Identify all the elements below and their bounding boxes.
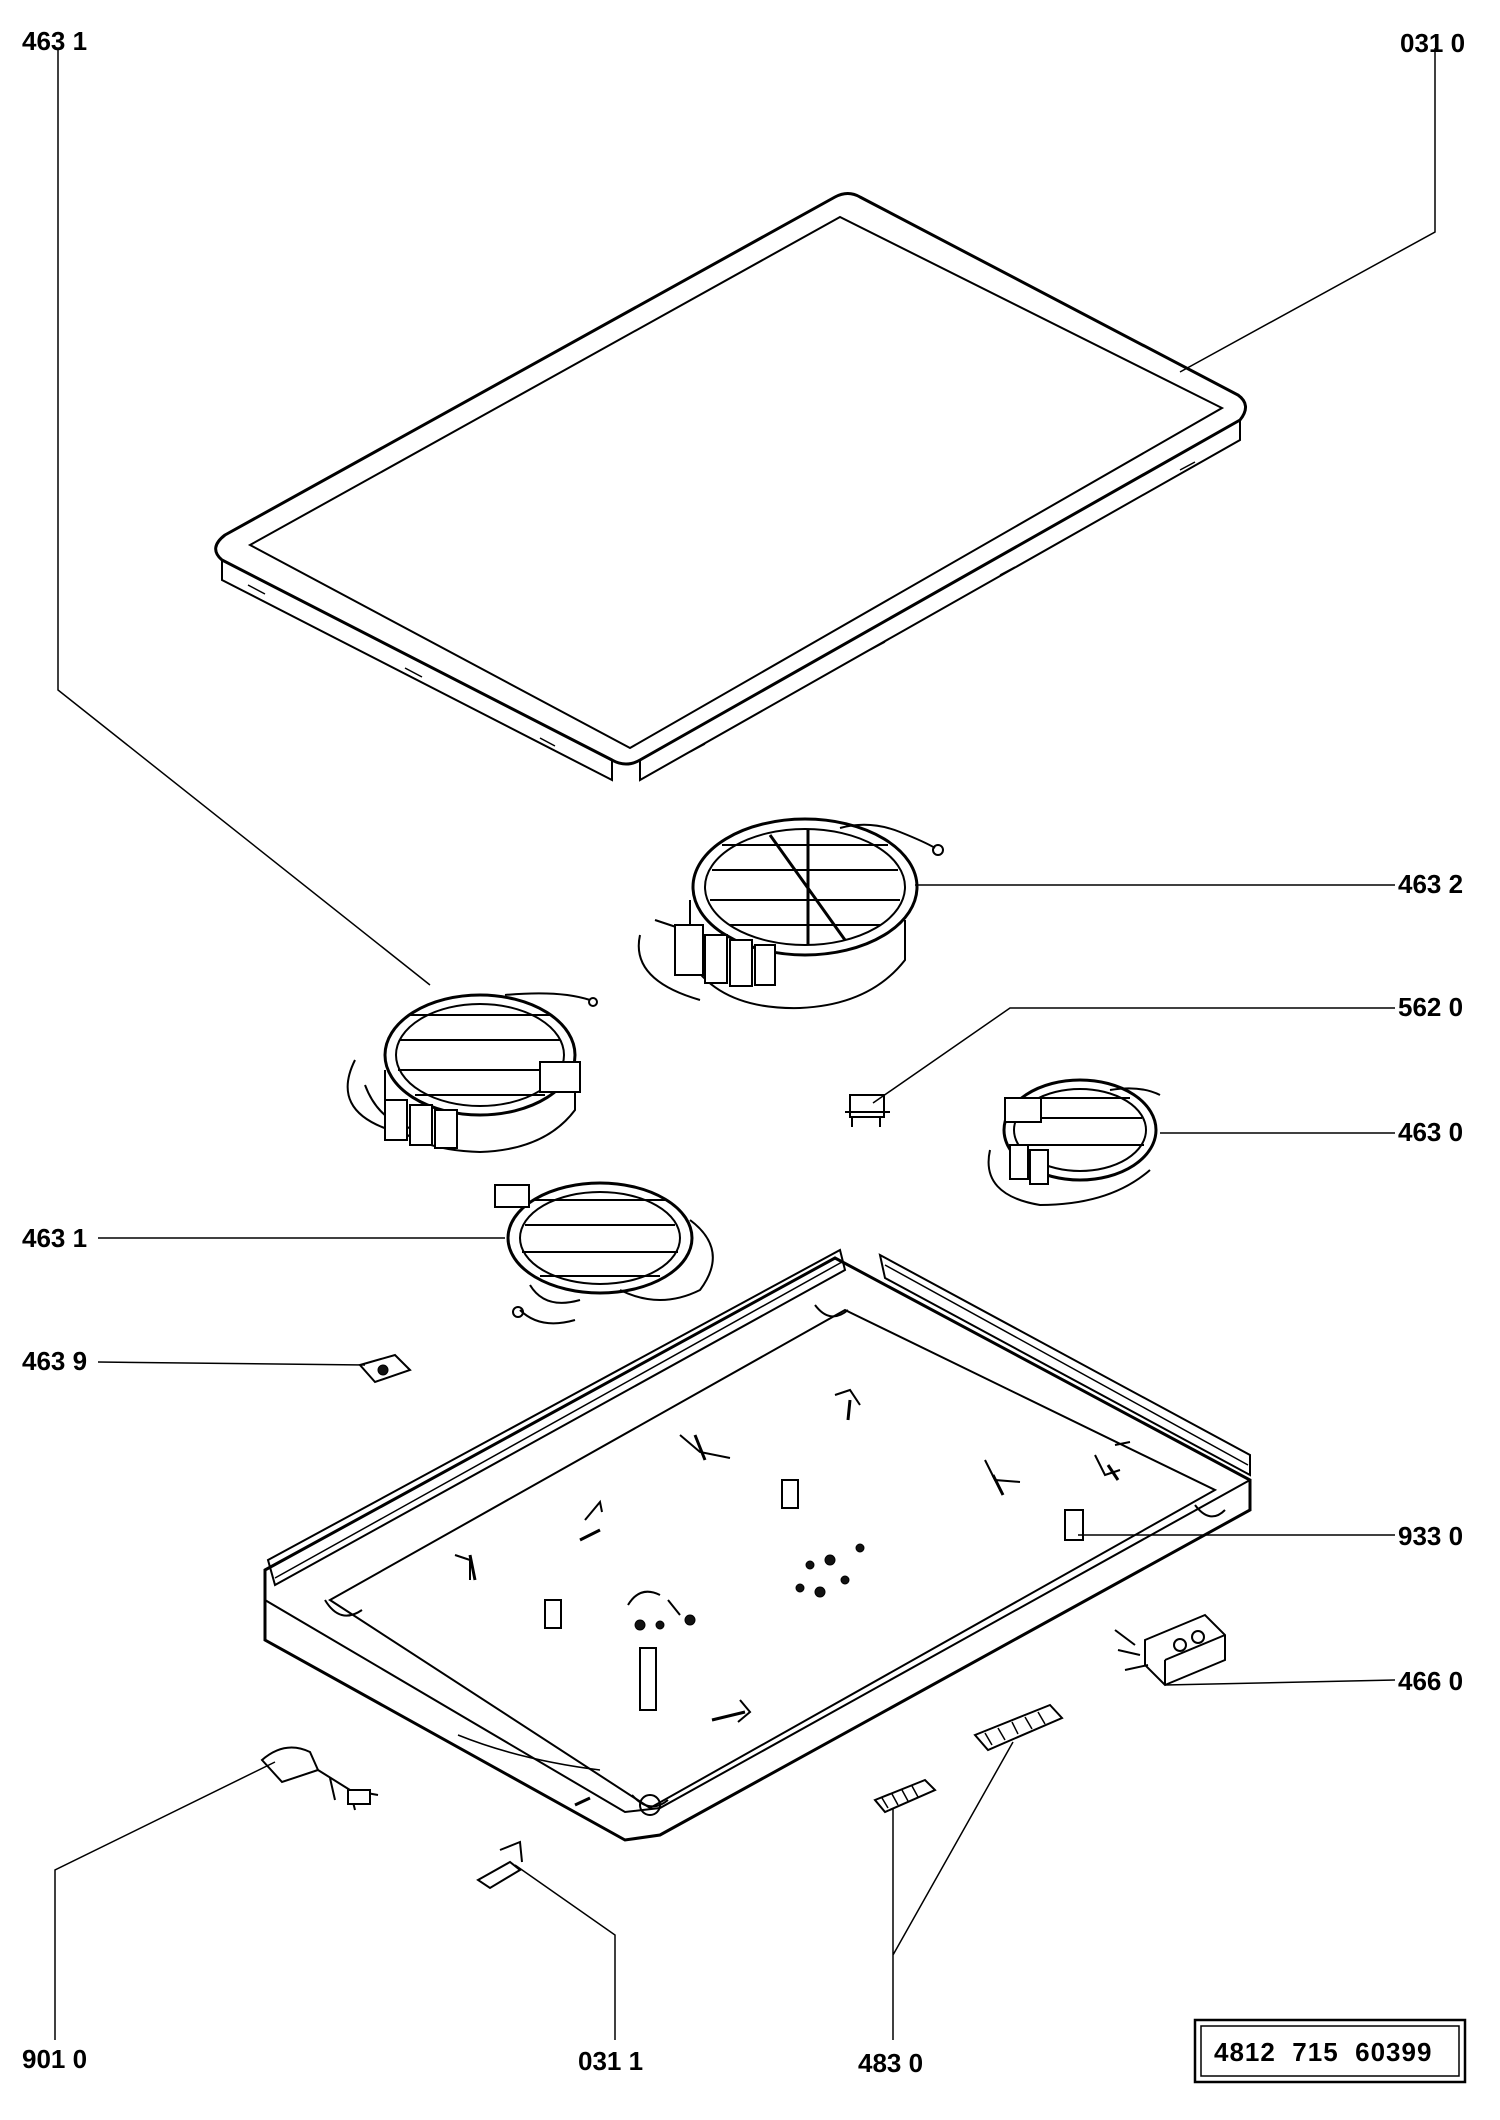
label-463-0: 463 0 — [1398, 1117, 1463, 1147]
label-901-0: 901 0 — [22, 2044, 87, 2074]
label-562-0: 562 0 — [1398, 992, 1463, 1022]
switch-463-9 — [358, 1353, 412, 1384]
glass-top-031-0 — [214, 192, 1247, 782]
label-466-0: 466 0 — [1398, 1666, 1463, 1696]
indicator-lamp-901-0 — [260, 1746, 379, 1811]
heating-element-463-1-upper — [346, 992, 598, 1154]
connector-483-0 — [873, 1703, 1064, 1814]
terminal-block-466-0 — [1114, 1613, 1226, 1687]
label-031-1: 031 1 — [578, 2046, 643, 2076]
label-483-0: 483 0 — [858, 2048, 923, 2078]
label-933-0: 933 0 — [1398, 1521, 1463, 1551]
reference-number: 4812 715 60399 — [1214, 2037, 1432, 2067]
reference-number-box: 4812 715 60399 — [1193, 2018, 1467, 2084]
label-463-2: 463 2 — [1398, 869, 1463, 899]
heating-element-463-0 — [987, 1078, 1161, 1207]
label-463-1-mid: 463 1 — [22, 1223, 87, 1253]
heating-element-463-2 — [637, 817, 944, 1010]
chassis-frame — [263, 1248, 1252, 1842]
label-031-0: 031 0 — [1400, 28, 1465, 58]
thermostat-562-0 — [845, 1094, 890, 1127]
label-463-9: 463 9 — [22, 1346, 87, 1376]
leader-lines — [54, 48, 1436, 2040]
heating-element-463-1-lower — [494, 1181, 714, 1325]
label-463-1-top: 463 1 — [22, 26, 87, 56]
clip-031-1 — [476, 1840, 523, 1890]
